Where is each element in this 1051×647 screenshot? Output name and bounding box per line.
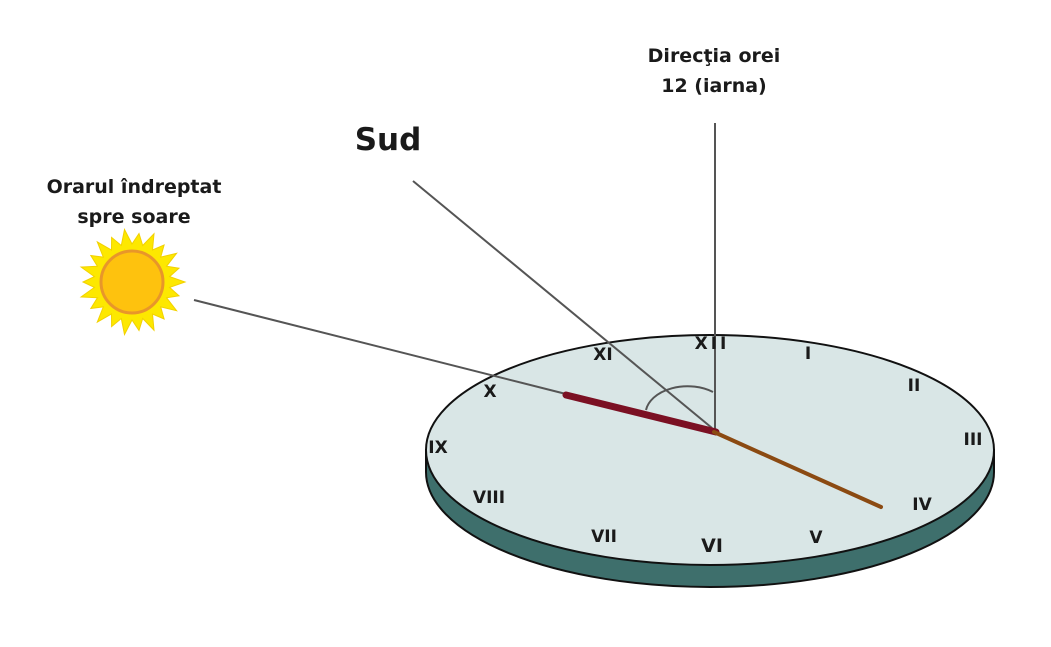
numeral-iv: IV <box>912 495 932 515</box>
noon-label-line1: Direcţia orei <box>647 45 781 67</box>
numeral-i: I <box>805 344 811 364</box>
sun-icon <box>79 228 187 336</box>
sun-core <box>99 249 165 315</box>
numeral-ix: IX <box>428 438 447 458</box>
sun-label-line1: Orarul îndreptat <box>46 176 222 198</box>
south-direction-line <box>412 180 713 429</box>
numeral-xii: XII <box>695 334 730 354</box>
numeral-v: V <box>809 528 823 548</box>
numeral-xi: XI <box>593 345 612 365</box>
angle-arc <box>645 385 714 411</box>
numeral-ii: II <box>908 376 921 396</box>
dial-face <box>425 334 995 566</box>
numeral-vii: VII <box>591 527 617 547</box>
hour-hand <box>562 391 720 436</box>
sun-label-line2: spre soare <box>77 206 191 228</box>
sun-label: Orarul îndreptat spre soare <box>24 172 244 232</box>
minute-hand <box>712 430 883 509</box>
noon-direction-label: Direcţia orei 12 (iarna) <box>614 41 814 101</box>
noon-label-line2: 12 (iarna) <box>661 75 767 97</box>
numeral-iii: III <box>964 430 983 450</box>
south-label: Sud <box>354 122 422 158</box>
numeral-x: X <box>483 382 496 402</box>
sun-direction-line <box>193 299 567 395</box>
numeral-viii: VIII <box>473 488 505 508</box>
numeral-vi: VI <box>701 535 723 557</box>
